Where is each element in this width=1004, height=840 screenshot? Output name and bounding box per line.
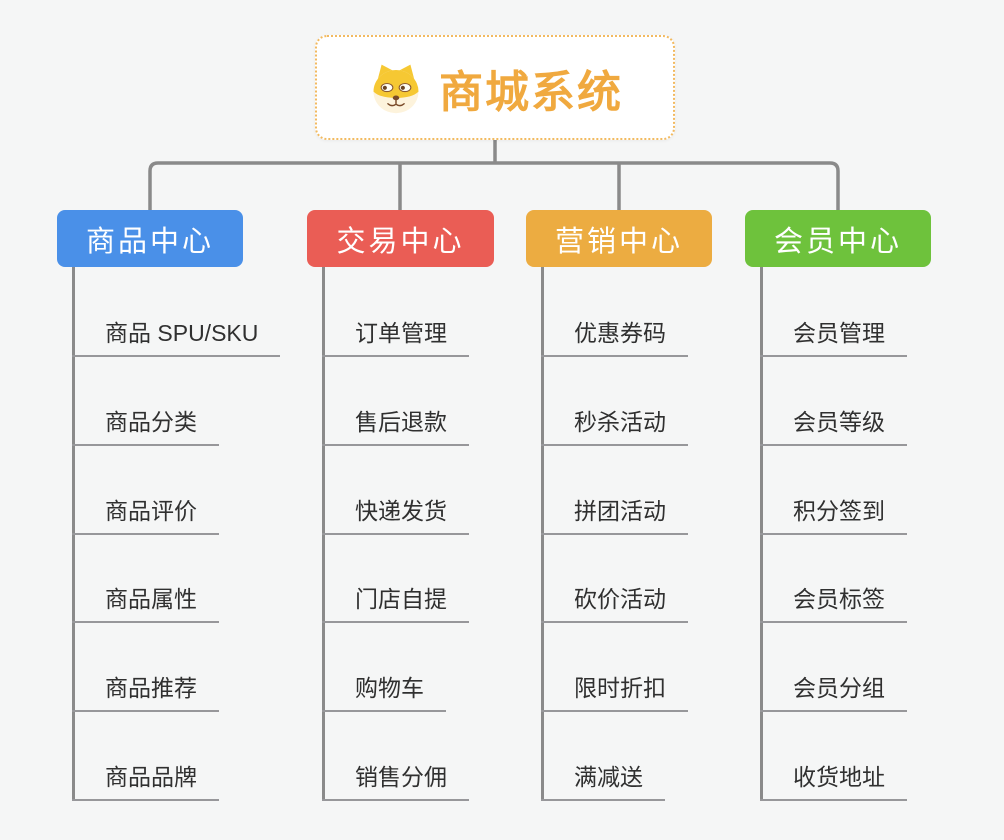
root-node[interactable]: 商城系统 [315, 35, 675, 140]
leaf-node-product-center-2[interactable]: 商品分类 [72, 408, 219, 446]
leaf-node-member-center-5[interactable]: 会员分组 [760, 674, 907, 712]
dog-face-icon [373, 64, 419, 113]
leaf-node-marketing-center-4[interactable]: 砍价活动 [541, 585, 688, 623]
leaf-node-member-center-2[interactable]: 会员等级 [760, 408, 907, 446]
branch-rail-line [148, 161, 840, 210]
leaf-node-trade-center-6[interactable]: 销售分佣 [322, 763, 469, 801]
leaf-node-marketing-center-2[interactable]: 秒杀活动 [541, 408, 688, 446]
leaf-node-trade-center-2[interactable]: 售后退款 [322, 408, 469, 446]
leaf-node-product-center-5[interactable]: 商品推荐 [72, 674, 219, 712]
leaf-node-marketing-center-1[interactable]: 优惠券码 [541, 319, 688, 357]
branch-header-member-center[interactable]: 会员中心 [745, 210, 931, 267]
leaf-node-product-center-4[interactable]: 商品属性 [72, 585, 219, 623]
leaf-node-trade-center-3[interactable]: 快递发货 [322, 497, 469, 535]
leaf-node-marketing-center-6[interactable]: 满减送 [541, 763, 665, 801]
leaf-node-trade-center-5[interactable]: 购物车 [322, 674, 446, 712]
branch-header-trade-center[interactable]: 交易中心 [307, 210, 494, 267]
leaf-node-trade-center-1[interactable]: 订单管理 [322, 319, 469, 357]
leaf-node-product-center-3[interactable]: 商品评价 [72, 497, 219, 535]
leaf-node-member-center-1[interactable]: 会员管理 [760, 319, 907, 357]
leaf-node-product-center-6[interactable]: 商品品牌 [72, 763, 219, 801]
root-title: 商城系统 [439, 67, 623, 117]
leaf-node-marketing-center-5[interactable]: 限时折扣 [541, 674, 688, 712]
leaf-node-member-center-6[interactable]: 收货地址 [760, 763, 907, 801]
leaf-node-marketing-center-3[interactable]: 拼团活动 [541, 497, 688, 535]
branch-header-marketing-center[interactable]: 营销中心 [526, 210, 712, 267]
branch-header-product-center[interactable]: 商品中心 [57, 210, 243, 267]
leaf-node-product-center-1[interactable]: 商品 SPU/SKU [72, 319, 281, 357]
leaf-node-member-center-3[interactable]: 积分签到 [760, 497, 907, 535]
leaf-node-member-center-4[interactable]: 会员标签 [760, 585, 907, 623]
leaf-node-trade-center-4[interactable]: 门店自提 [322, 585, 469, 623]
